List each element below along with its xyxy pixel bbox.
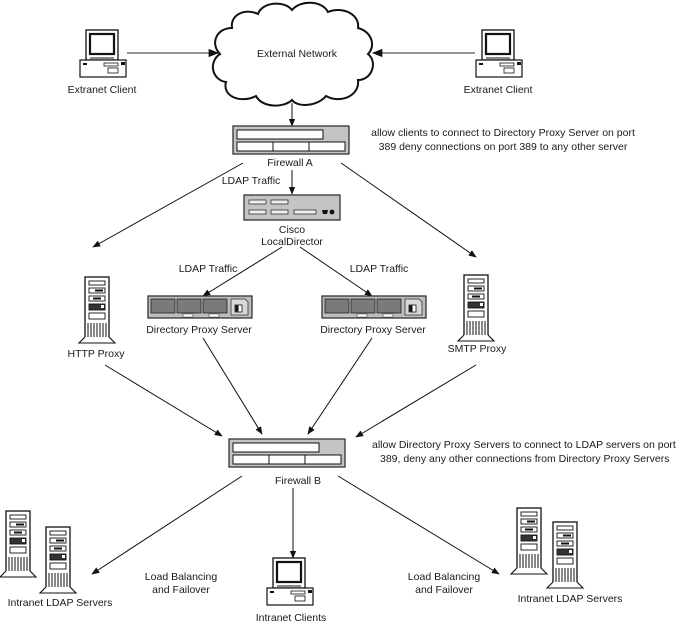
extranet-client-left-label: Extranet Client — [68, 84, 137, 96]
firewall-b-label: Firewall B — [275, 475, 321, 487]
edge-dps-left-to-firewall-b — [202, 337, 263, 435]
extranet-client-left: Extranet Client — [68, 28, 137, 96]
desktop-computer-icon — [78, 28, 128, 79]
edge-localdirector-to-dps-left — [202, 246, 283, 297]
ldap-servers-right-label: Intranet LDAP Servers — [518, 593, 623, 605]
external-network-cloud: External Network — [211, 1, 374, 107]
desktop-computer-icon — [265, 556, 315, 607]
ldap-traffic-label-right: LDAP Traffic — [350, 263, 409, 275]
http-proxy: HTTP Proxy — [68, 276, 126, 360]
firewall-a-label: Firewall A — [267, 157, 313, 169]
smtp-proxy: SMTP Proxy — [448, 274, 507, 355]
edge-firewall-b-to-ldap-left — [91, 475, 243, 575]
firewall-b-rule-line-1: allow Directory Proxy Servers to connect… — [372, 439, 676, 451]
lb-left-line-2: and Failover — [152, 584, 210, 596]
tower-server-icon — [457, 274, 495, 342]
lb-left-line-1: Load Balancing — [145, 571, 218, 583]
dps-left-label: Directory Proxy Server — [146, 324, 252, 336]
rack-server-icon — [321, 295, 427, 319]
smtp-proxy-label: SMTP Proxy — [448, 343, 507, 355]
firewall-a-rule-line-1: allow clients to connect to Directory Pr… — [371, 127, 635, 139]
firewall-a-rule: allow clients to connect to Directory Pr… — [371, 127, 635, 153]
firewall-b-rule: allow Directory Proxy Servers to connect… — [372, 439, 676, 465]
firewall-a: Firewall A — [232, 125, 350, 169]
edge-dps-right-to-firewall-b — [307, 337, 373, 435]
directory-proxy-server-left: Directory Proxy Server — [146, 295, 253, 336]
edge-firewall-b-to-ldap-right — [337, 475, 500, 575]
firewall-b: Firewall B — [228, 438, 346, 487]
lb-right-line-1: Load Balancing — [408, 571, 481, 583]
edge-localdirector-to-dps-right — [299, 246, 373, 297]
intranet-ldap-servers-right: Intranet LDAP Servers — [510, 507, 623, 605]
localdirector-label-line-1: Cisco — [279, 224, 305, 236]
intranet-ldap-servers-left: Intranet LDAP Servers — [0, 510, 113, 609]
rack-server-icon — [147, 295, 253, 319]
http-proxy-label: HTTP Proxy — [68, 348, 126, 360]
firewall-icon — [228, 438, 346, 468]
edge-http-proxy-to-firewall-b — [104, 364, 223, 437]
cisco-localdirector: Cisco LocalDirector — [243, 194, 341, 248]
external-network-label: External Network — [257, 48, 338, 60]
tower-server-icon — [39, 526, 77, 594]
firewall-icon — [232, 125, 350, 155]
edge-smtp-proxy-to-firewall-b — [355, 364, 477, 438]
dps-right-label: Directory Proxy Server — [320, 324, 426, 336]
lb-label-left: Load Balancing and Failover — [145, 571, 218, 596]
tower-server-icon — [78, 276, 116, 344]
localdirector-label-line-2: LocalDirector — [261, 236, 323, 248]
extranet-client-right: Extranet Client — [464, 28, 533, 96]
ldap-traffic-label-top: LDAP Traffic — [222, 175, 281, 187]
intranet-clients: Intranet Clients — [256, 556, 327, 624]
intranet-clients-label: Intranet Clients — [256, 612, 327, 624]
cloud-icon — [211, 1, 374, 107]
edge-firewall-a-to-smtp-proxy — [340, 162, 477, 258]
tower-server-icon — [0, 510, 37, 578]
tower-server-icon — [546, 521, 584, 589]
desktop-computer-icon — [474, 28, 524, 79]
ldap-traffic-label-left: LDAP Traffic — [179, 263, 238, 275]
ldap-servers-left-label: Intranet LDAP Servers — [8, 597, 113, 609]
firewall-a-rule-line-2: 389 deny connections on port 389 to any … — [379, 141, 628, 153]
lb-right-line-2: and Failover — [415, 584, 473, 596]
tower-server-icon — [510, 507, 548, 575]
edges — [91, 48, 500, 575]
directory-proxy-server-right: Directory Proxy Server — [320, 295, 427, 336]
load-balancer-icon — [243, 194, 341, 221]
firewall-b-rule-line-2: 389, deny any other connections from Dir… — [380, 453, 669, 465]
lb-label-right: Load Balancing and Failover — [408, 571, 481, 596]
edge-firewall-a-to-http-proxy — [92, 162, 244, 248]
extranet-client-right-label: Extranet Client — [464, 84, 533, 96]
